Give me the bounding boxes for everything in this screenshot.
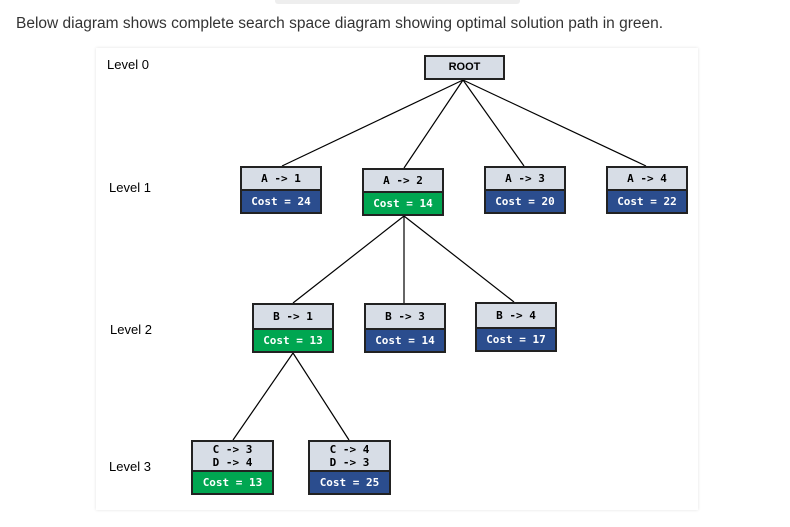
level-label-2: Level 2 [110, 322, 152, 337]
assign-text: C -> 3 [212, 443, 253, 456]
root-node: ROOT [424, 55, 505, 80]
assign-text: A -> 2 [383, 174, 423, 187]
diagram-caption: Below diagram shows complete search spac… [16, 15, 664, 32]
assign-text: B -> 4 [496, 309, 536, 322]
edge-a2-b1 [292, 215, 405, 304]
cost-label: Cost = 24 [240, 191, 322, 214]
cost-label: Cost = 17 [475, 329, 557, 352]
top-scroll-indicator [275, 0, 520, 4]
cost-label-optimal: Cost = 13 [252, 330, 334, 353]
diagram-panel [96, 48, 698, 510]
cost-label: Cost = 14 [364, 330, 446, 353]
assign-text: A -> 1 [261, 172, 301, 185]
cost-label-optimal: Cost = 13 [191, 472, 274, 495]
cost-label: Cost = 25 [308, 472, 391, 495]
assign-text: A -> 3 [505, 172, 545, 185]
node-b3: B -> 3 Cost = 14 [364, 303, 446, 353]
edge-b1-c4 [292, 352, 350, 441]
node-a1: A -> 1 Cost = 24 [240, 166, 322, 214]
node-c4-d3: C -> 4 D -> 3 Cost = 25 [308, 440, 391, 495]
node-a2: A -> 2 Cost = 14 [362, 168, 444, 216]
node-b4: B -> 4 Cost = 17 [475, 302, 557, 352]
assign-text: A -> 4 [627, 172, 667, 185]
assign-text: B -> 3 [385, 310, 425, 323]
edge-root-a2 [403, 79, 464, 169]
cost-label: Cost = 22 [606, 191, 688, 214]
level-label-1: Level 1 [109, 180, 151, 195]
edge-root-a3 [462, 79, 525, 167]
edge-root-a4 [462, 79, 647, 167]
node-a3: A -> 3 Cost = 20 [484, 166, 566, 214]
node-a4: A -> 4 Cost = 22 [606, 166, 688, 214]
cost-label: Cost = 20 [484, 191, 566, 214]
assign-text: C -> 4 [329, 443, 370, 456]
edge-a2-b4 [403, 215, 515, 303]
assign-text: D -> 4 [212, 456, 253, 469]
level-label-3: Level 3 [109, 459, 151, 474]
level-label-0: Level 0 [107, 57, 149, 72]
cost-label-optimal: Cost = 14 [362, 193, 444, 216]
edge-b1-c3 [232, 352, 294, 441]
edge-root-a1 [281, 79, 464, 167]
node-b1: B -> 1 Cost = 13 [252, 303, 334, 353]
root-label: ROOT [424, 55, 505, 80]
assign-text: D -> 3 [329, 456, 370, 469]
node-c3-d4: C -> 3 D -> 4 Cost = 13 [191, 440, 274, 495]
assign-text: B -> 1 [273, 310, 313, 323]
